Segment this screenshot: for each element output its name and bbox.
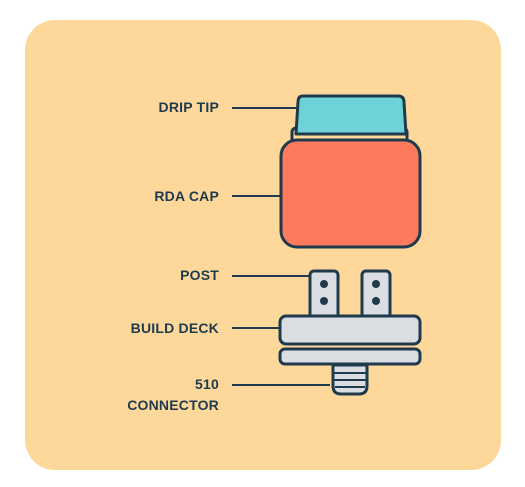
build-deck: [278, 314, 422, 346]
post-left-hole-bottom: [320, 297, 328, 305]
post-left: [308, 269, 340, 321]
rda-cap: [279, 138, 422, 249]
label-connector: CONNECTOR: [127, 397, 219, 413]
label-post: POST: [180, 267, 219, 283]
diagram-background: [25, 20, 501, 470]
label-drip-tip: DRIP TIP: [158, 99, 219, 115]
post-right-hole-bottom: [372, 297, 380, 305]
label-build-deck: BUILD DECK: [130, 320, 219, 336]
post-left-hole-top: [320, 280, 328, 288]
label-rda-cap: RDA CAP: [154, 188, 219, 204]
post-right: [360, 269, 392, 321]
post-right-hole-top: [372, 280, 380, 288]
deck-base-plate: [278, 347, 422, 366]
drip-tip: [294, 94, 408, 136]
label-510: 510: [195, 376, 219, 392]
label-510-connector: 510 CONNECTOR: [127, 374, 219, 416]
